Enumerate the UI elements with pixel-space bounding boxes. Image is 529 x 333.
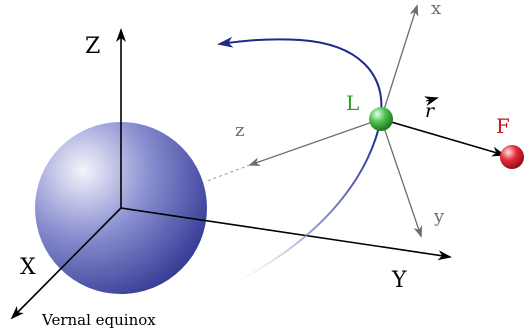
rotation-arrow xyxy=(217,36,383,115)
x-axis-rotating xyxy=(380,4,419,120)
label-X: X xyxy=(20,255,36,280)
red-sphere-icon xyxy=(500,145,524,169)
label-x-rotating: x xyxy=(431,0,441,19)
label-L: L xyxy=(346,91,359,115)
label-Z: Z xyxy=(85,34,100,59)
x-axis-inertial xyxy=(10,207,122,320)
y-axis-inertial xyxy=(120,207,452,261)
orbit-path xyxy=(229,118,382,286)
label-Y: Y xyxy=(391,268,407,293)
z-axis-rotating xyxy=(248,118,382,166)
label-z-rotating: z xyxy=(235,120,244,141)
z-axis-rotating-hidden xyxy=(206,164,251,182)
r-vector-accent xyxy=(424,96,439,106)
r-vector xyxy=(380,118,506,157)
label-y-rotating: y xyxy=(433,206,445,227)
y-axis-rotating xyxy=(380,118,423,238)
label-F: F xyxy=(496,114,510,138)
label-r: r xyxy=(425,100,436,122)
green-sphere-icon xyxy=(369,107,393,131)
label-vernal-equinox: Vernal equinox xyxy=(41,311,156,329)
